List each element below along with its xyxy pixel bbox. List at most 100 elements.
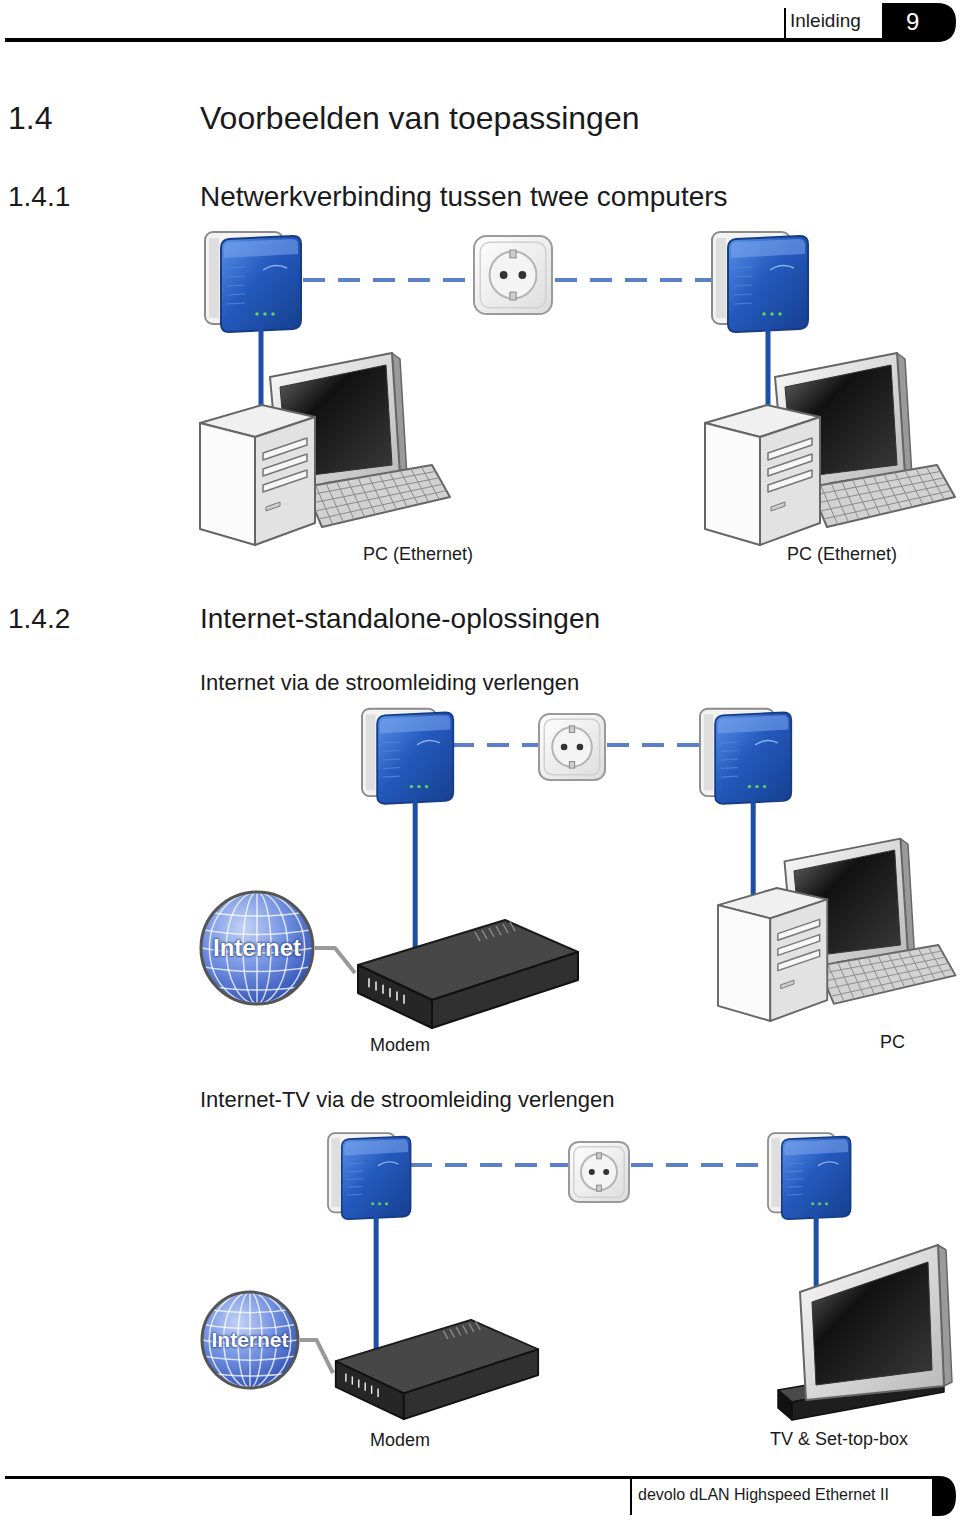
keyboard-column (878, 955, 895, 989)
modem-vent (510, 922, 515, 931)
modem-vent (443, 1331, 448, 1339)
globe-meridian (209, 892, 304, 1004)
drive-bay (768, 470, 812, 492)
globe-parallel (201, 966, 313, 971)
socket-inner (574, 1147, 624, 1197)
adapter-vent (721, 741, 738, 743)
wall-socket (539, 714, 605, 780)
adapter-vent (383, 741, 400, 743)
modem-vent (476, 1322, 481, 1330)
keyboard-column (411, 469, 429, 502)
adapter-vent (734, 276, 752, 277)
adapter-top (224, 239, 298, 258)
adapter-led (770, 312, 774, 316)
globe-parallel (202, 1308, 298, 1312)
globe-parallel (202, 1356, 298, 1360)
keyboard-column (347, 480, 364, 517)
socket-plate (569, 1142, 629, 1202)
device-label: PC (880, 1032, 905, 1053)
powerline-link (555, 278, 714, 282)
adapter-led (818, 1202, 821, 1205)
socket-earth (597, 1153, 602, 1159)
tower-front (705, 423, 760, 545)
globe-parallel (201, 911, 313, 916)
ethernet-cable (751, 798, 756, 902)
modem-front (336, 1361, 404, 1419)
adapter-led (385, 1202, 388, 1205)
footer-tab (932, 1476, 956, 1516)
adapter-vent (347, 1170, 362, 1172)
keyboard (810, 465, 955, 527)
modem-vent (496, 926, 501, 935)
adapter-vent (734, 285, 752, 286)
adapter-top (344, 1139, 408, 1155)
adapter-led (762, 312, 766, 316)
keyboard-column (908, 950, 925, 982)
node-picture (768, 1243, 953, 1458)
adapter-plate-edge (331, 1138, 340, 1207)
adapter-body (782, 1137, 851, 1220)
modem-led (368, 978, 370, 987)
modem-side (404, 1349, 538, 1419)
modem-vent (489, 928, 494, 937)
network-cable (315, 948, 355, 973)
adapter-top (731, 239, 805, 258)
powerline-link (303, 278, 472, 282)
node-picture (200, 350, 500, 572)
adapter-vent (227, 267, 245, 268)
keyboard-column (852, 480, 869, 517)
keyboard-column (369, 476, 387, 512)
modem-vent (463, 1325, 468, 1333)
adapter-vent (721, 750, 738, 752)
modem-led (364, 1383, 365, 1391)
modem-node: Modem (355, 918, 580, 1063)
footer-divider (630, 1479, 632, 1515)
keyboard-column (842, 482, 859, 520)
adapter-body (715, 713, 791, 804)
device-label: Modem (370, 1035, 430, 1056)
powerline-illustration (205, 232, 851, 1354)
modem-icon (336, 1320, 538, 1419)
adapter-vent (383, 767, 400, 769)
adapter-plate-edge (771, 1138, 780, 1207)
modem-vent (503, 924, 508, 933)
modem-vent (469, 1324, 474, 1332)
keyboard-column (379, 474, 397, 509)
adapter-led (271, 312, 275, 316)
globe-parallel (201, 930, 313, 935)
powerline-link (631, 1163, 770, 1167)
powerline-adapter (362, 709, 453, 804)
keyboard-column (874, 476, 892, 512)
adapter-body (728, 236, 808, 332)
ethernet-cable (259, 326, 264, 412)
adapter-vent (227, 303, 245, 304)
page-tab (882, 3, 956, 42)
adapter-led (811, 1202, 814, 1205)
section-number: 1.4.2 (8, 603, 70, 635)
socket-earth (597, 1185, 602, 1191)
adapter-logo (818, 1162, 839, 1166)
adapter-logo (263, 265, 287, 270)
header-divider (784, 8, 786, 40)
header-rule (5, 38, 885, 42)
modem-led (375, 982, 377, 991)
adapter-vent (734, 303, 752, 304)
adapter-body (221, 236, 301, 332)
section-heading: Internet-standalone-oplossingen (200, 603, 600, 635)
drive-bay (263, 470, 307, 492)
socket-earth (510, 250, 516, 258)
adapter-led (417, 785, 420, 788)
socket-earth (569, 726, 574, 733)
modem-led (403, 995, 405, 1004)
tower-front (718, 905, 770, 1021)
adapter-led (778, 312, 782, 316)
keyboard-column (400, 471, 418, 505)
modem-led (382, 985, 384, 994)
adapter-plate-edge (209, 238, 219, 318)
section-number: 1.4 (8, 100, 52, 137)
power-button (771, 502, 785, 511)
powerline-link (452, 743, 538, 747)
powerline-adapter (712, 232, 808, 332)
modem-icon (358, 920, 578, 1028)
